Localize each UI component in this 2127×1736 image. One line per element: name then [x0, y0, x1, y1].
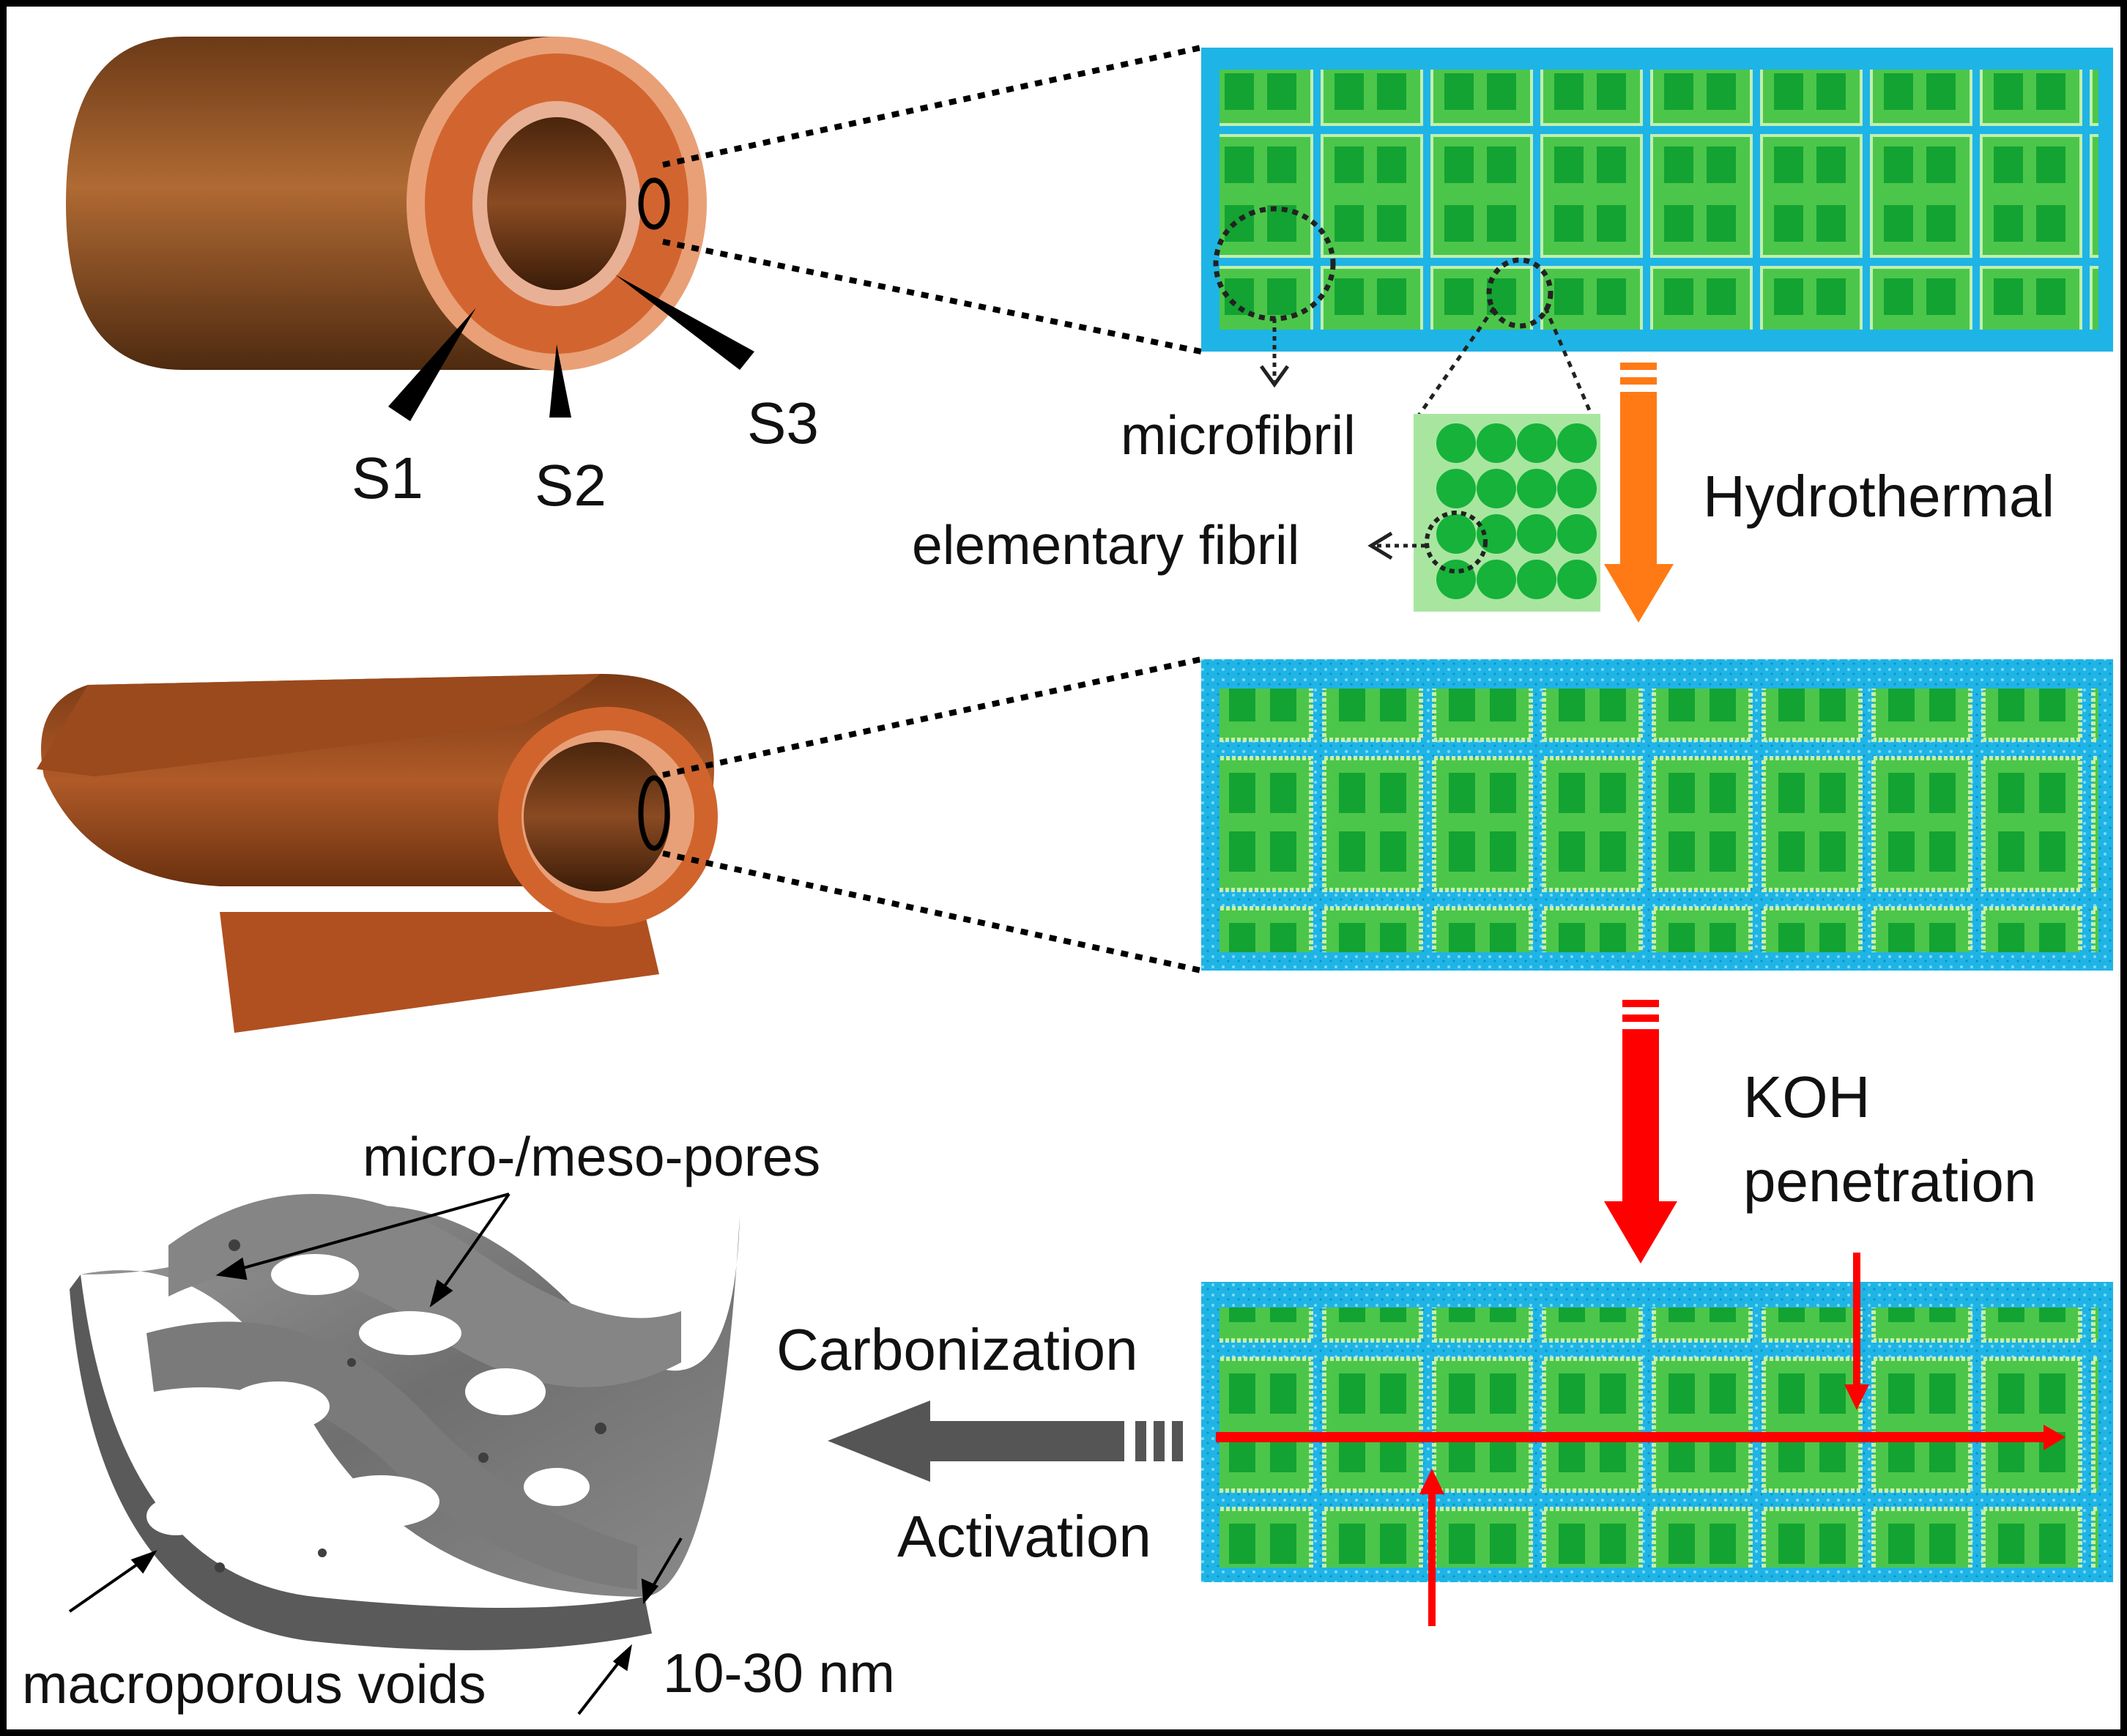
koh-penetration-arrow	[1604, 1000, 1677, 1264]
label-koh: KOH	[1743, 1064, 1870, 1129]
hydrothermal-arrow	[1604, 363, 1674, 623]
label-thickness: 10-30 nm	[663, 1642, 895, 1704]
zoom-lines-1	[662, 45, 1202, 355]
elementary-fibril	[1436, 514, 1476, 554]
label-s2: S2	[535, 453, 606, 518]
label-micro-meso-pores: micro-/meso-pores	[363, 1126, 820, 1187]
label-hydrothermal: Hydrothermal	[1703, 464, 2054, 529]
label-carbonization: Carbonization	[776, 1317, 1138, 1382]
elementary-fibril	[1557, 469, 1597, 508]
label-microfibril: microfibril	[1121, 404, 1356, 466]
elementary-fibril-highlight	[1486, 257, 1554, 329]
elementary-fibril	[1477, 560, 1516, 599]
elementary-fibril	[1557, 514, 1597, 554]
elementary-fibril	[1477, 469, 1516, 508]
label-penetration: penetration	[1743, 1149, 2036, 1214]
elementary-fibril	[1517, 560, 1556, 599]
koh-activated-panel	[1201, 1253, 2113, 1626]
elementary-fibril-pointer	[1367, 531, 1427, 560]
label-s1: S1	[352, 445, 423, 511]
microfibril-pointer	[1259, 319, 1290, 388]
elementary-fibril	[1517, 514, 1556, 554]
label-activation: Activation	[897, 1504, 1151, 1569]
elementary-fibril	[1477, 423, 1516, 463]
s3-highlight-ring	[638, 177, 670, 230]
elementary-fibril	[1436, 560, 1476, 599]
hydrothermal-treated-panel	[1201, 659, 2113, 971]
elementary-fibril	[1517, 423, 1556, 463]
wood-cell-cylinder	[66, 37, 707, 371]
elementary-fibril	[1436, 423, 1476, 463]
pore-pointers	[68, 1192, 683, 1715]
elementary-fibril-bundle	[1414, 414, 1600, 612]
label-macroporous-voids: macroporous voids	[22, 1653, 486, 1715]
label-elementary-fibril: elementary fibril	[912, 514, 1299, 576]
elementary-fibril	[1517, 469, 1556, 508]
single-elementary-fibril-ring	[1425, 511, 1488, 574]
unrolled-cell-wall	[37, 674, 718, 1033]
porous-carbon-sheet	[70, 1194, 740, 1650]
elementary-fibril	[1557, 560, 1597, 599]
microfibril-array-panel	[1201, 48, 2113, 352]
zoom-lines-2	[662, 656, 1202, 973]
wall-highlight-ring	[638, 775, 670, 851]
elementary-fibril	[1557, 423, 1597, 463]
label-s3: S3	[747, 390, 819, 456]
elementary-fibril	[1436, 469, 1476, 508]
layer-pointers	[388, 275, 754, 421]
carbonization-activation-arrow	[828, 1401, 1183, 1482]
